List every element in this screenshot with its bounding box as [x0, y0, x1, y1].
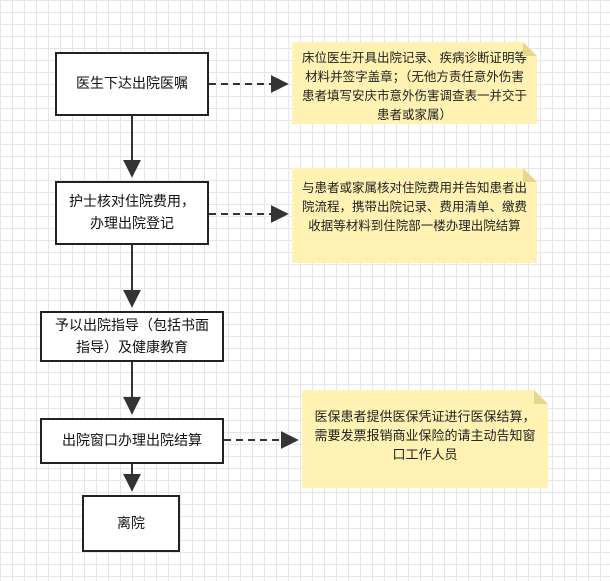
- step-doctor-discharge-order: 医生下达出院医嘱: [55, 52, 209, 116]
- step-nurse-verify-fees-label: 护士核对住院费用，办理出院登记: [69, 194, 195, 232]
- step-discharge-guidance-label: 予以出院指导（包括书面指导）及健康教育: [55, 317, 209, 356]
- step-settlement-window: 出院窗口办理出院结算: [40, 418, 224, 464]
- step-nurse-verify-fees: 护士核对住院费用，办理出院登记: [55, 181, 209, 245]
- note-fee-verification-text: 与患者或家属核对住院费用并告知患者出院流程，携带出院记录、费用清单、缴费收据等材…: [302, 180, 528, 233]
- note-medical-insurance: 医保患者提供医保凭证进行医保结算，需要发票报销商业保险的请主动告知窗口工作人员: [302, 390, 548, 488]
- note-medical-insurance-text: 医保患者提供医保凭证进行医保结算，需要发票报销商业保险的请主动告知窗口工作人员: [314, 410, 536, 463]
- step-doctor-discharge-order-label: 医生下达出院医嘱: [76, 76, 188, 92]
- step-leave-hospital: 离院: [82, 495, 180, 552]
- step-settlement-window-label: 出院窗口办理出院结算: [62, 433, 202, 449]
- step-leave-hospital-label: 离院: [117, 515, 145, 532]
- step-discharge-guidance: 予以出院指导（包括书面指导）及健康教育: [40, 311, 224, 362]
- note-doctor-documents: 床位医生开具出院记录、疾病诊断证明等材料并签字盖章；（无他方责任意外伤害患者填写…: [292, 42, 537, 124]
- note-doctor-documents-text: 床位医生开具出院记录、疾病诊断证明等材料并签字盖章；（无他方责任意外伤害患者填写…: [302, 50, 528, 122]
- note-fee-verification: 与患者或家属核对住院费用并告知患者出院流程，携带出院记录、费用清单、缴费收据等材…: [292, 168, 537, 263]
